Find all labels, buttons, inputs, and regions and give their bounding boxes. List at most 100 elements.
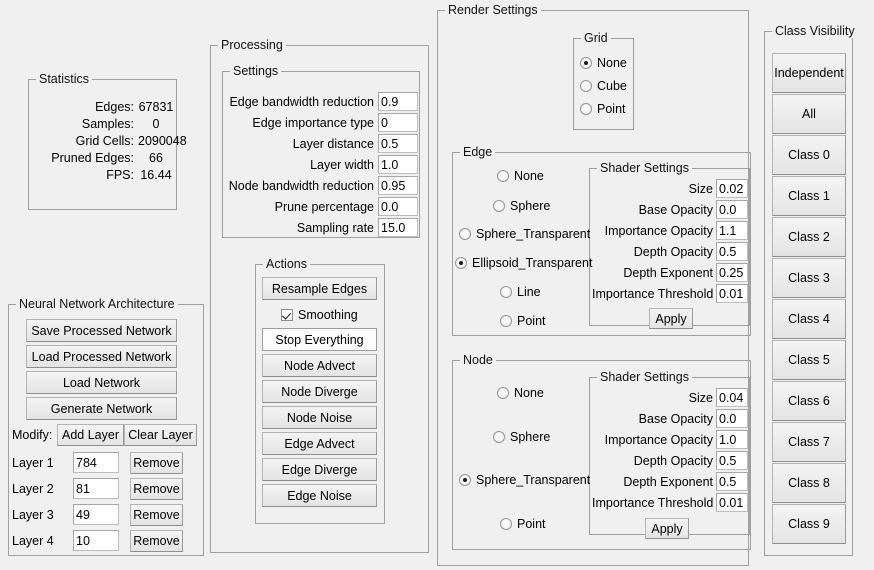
class-visibility-class-6-button[interactable]: Class 6 [772,381,846,421]
node-option-none[interactable]: None [497,386,544,400]
edge-shader-input[interactable]: 1.1 [716,221,748,240]
processing-setting-input[interactable]: 0 [378,113,418,132]
class-visibility-class-0-button[interactable]: Class 0 [772,135,846,175]
edge-option-sphere[interactable]: Sphere [493,199,550,213]
edge-option-ellipsoid_transparent-label: Ellipsoid_Transparent [472,256,593,270]
node-shader-input[interactable]: 0.01 [716,493,748,512]
remove-layer-button[interactable]: Remove [130,504,183,526]
load-processed-network-button[interactable]: Load Processed Network [26,345,177,368]
edge-noise-button[interactable]: Edge Noise [262,484,377,507]
class-visibility-title: Class Visibility [772,24,858,38]
grid-option-none[interactable]: None [580,56,627,70]
radio-mark-icon [500,286,512,298]
node-shader-input[interactable]: 0.5 [716,472,748,491]
edge-shader-input[interactable]: 0.25 [716,263,748,282]
processing-setting-label: Sampling rate [296,221,374,235]
radio-mark-icon [580,57,592,69]
processing-setting-label: Layer width [310,158,374,172]
edge-option-ellipsoid_transparent[interactable]: Ellipsoid_Transparent [455,256,592,270]
edge-shader-label: Base Opacity [638,203,713,217]
grid-option-point[interactable]: Point [580,102,626,116]
load-network-button[interactable]: Load Network [26,371,177,394]
resample-edges-button[interactable]: Resample Edges [262,277,377,300]
class-visibility-class-4-button[interactable]: Class 4 [772,299,846,339]
class-visibility-all-button[interactable]: All [772,94,846,134]
edge-shader-apply-button[interactable]: Apply [649,308,693,329]
layer-label: Layer 2 [12,482,54,496]
edge-diverge-button[interactable]: Edge Diverge [262,458,377,481]
statistics-row-value: 16.44 [140,168,172,182]
edge-option-none-label: None [514,169,544,183]
layer-label: Layer 4 [12,534,54,548]
radio-mark-icon [493,431,505,443]
edge-shader-input[interactable]: 0.5 [716,242,748,261]
edge-shader-label: Size [688,182,713,196]
layer-size-input[interactable]: 49 [73,504,119,525]
edge-option-none[interactable]: None [497,169,544,183]
processing-setting-input[interactable]: 0.5 [378,134,418,153]
node-shader-input[interactable]: 0.04 [716,388,748,407]
grid-option-cube[interactable]: Cube [580,79,627,93]
processing-setting-input[interactable]: 1.0 [378,155,418,174]
edge-shader-input[interactable]: 0.0 [716,200,748,219]
statistics-row-value: 2090048 [138,134,187,148]
edge-shader-input[interactable]: 0.02 [716,179,748,198]
radio-mark-icon [497,170,509,182]
class-visibility-class-5-button[interactable]: Class 5 [772,340,846,380]
grid-panel: Grid [573,31,634,130]
generate-network-button[interactable]: Generate Network [26,397,177,420]
layer-size-input[interactable]: 81 [73,478,119,499]
class-visibility-class-1-button[interactable]: Class 1 [772,176,846,216]
node-shader-input[interactable]: 0.5 [716,451,748,470]
processing-setting-input[interactable]: 15.0 [378,218,418,237]
node-advect-button[interactable]: Node Advect [262,354,377,377]
remove-layer-button[interactable]: Remove [130,452,183,474]
edge-option-line[interactable]: Line [500,285,541,299]
edge-advect-button[interactable]: Edge Advect [262,432,377,455]
statistics-panel: Statistics [28,72,177,210]
processing-setting-input[interactable]: 0.9 [378,92,418,111]
stop-everything-button[interactable]: Stop Everything [262,328,377,351]
node-shader-apply-button[interactable]: Apply [645,518,689,539]
layer-size-input[interactable]: 784 [73,452,119,473]
save-processed-network-button[interactable]: Save Processed Network [26,319,177,342]
edge-option-sphere_transparent[interactable]: Sphere_Transparent [459,227,590,241]
class-visibility-class-2-button[interactable]: Class 2 [772,217,846,257]
node-option-sphere_transparent[interactable]: Sphere_Transparent [459,473,590,487]
node-option-point[interactable]: Point [500,517,546,531]
processing-setting-label: Prune percentage [274,200,374,214]
class-visibility-class-3-button[interactable]: Class 3 [772,258,846,298]
render-settings-panel: Render Settings [437,3,749,566]
smoothing-checkbox[interactable]: Smoothing [281,308,358,322]
class-visibility-class-8-button[interactable]: Class 8 [772,463,846,503]
processing-setting-input[interactable]: 0.95 [378,176,418,195]
remove-layer-button[interactable]: Remove [130,478,183,500]
processing-title: Processing [218,38,286,52]
radio-mark-icon [455,257,467,269]
edge-option-point[interactable]: Point [500,314,546,328]
statistics-row-label: Samples: [81,117,134,131]
processing-settings-panel: Settings [222,64,420,238]
node-shader-input[interactable]: 1.0 [716,430,748,449]
radio-mark-icon [500,518,512,530]
clear-layer-button[interactable]: Clear Layer [124,424,197,446]
node-option-sphere[interactable]: Sphere [493,430,550,444]
actions-panel: Actions [255,257,385,524]
processing-setting-input[interactable]: 0.0 [378,197,418,216]
processing-setting-label: Edge bandwidth reduction [229,95,374,109]
layer-size-input[interactable]: 10 [73,530,119,551]
class-visibility-class-9-button[interactable]: Class 9 [772,504,846,544]
node-diverge-button[interactable]: Node Diverge [262,380,377,403]
class-visibility-class-7-button[interactable]: Class 7 [772,422,846,462]
edge-shader-input[interactable]: 0.01 [716,284,748,303]
node-shader-settings-title: Shader Settings [597,370,692,384]
remove-layer-button[interactable]: Remove [130,530,183,552]
node-noise-button[interactable]: Node Noise [262,406,377,429]
node-shader-input[interactable]: 0.0 [716,409,748,428]
class-visibility-independent-button[interactable]: Independent [772,53,846,93]
statistics-row-label: Grid Cells: [75,134,134,148]
add-layer-button[interactable]: Add Layer [57,424,124,446]
radio-mark-icon [459,228,471,240]
layer-label: Layer 1 [12,456,54,470]
